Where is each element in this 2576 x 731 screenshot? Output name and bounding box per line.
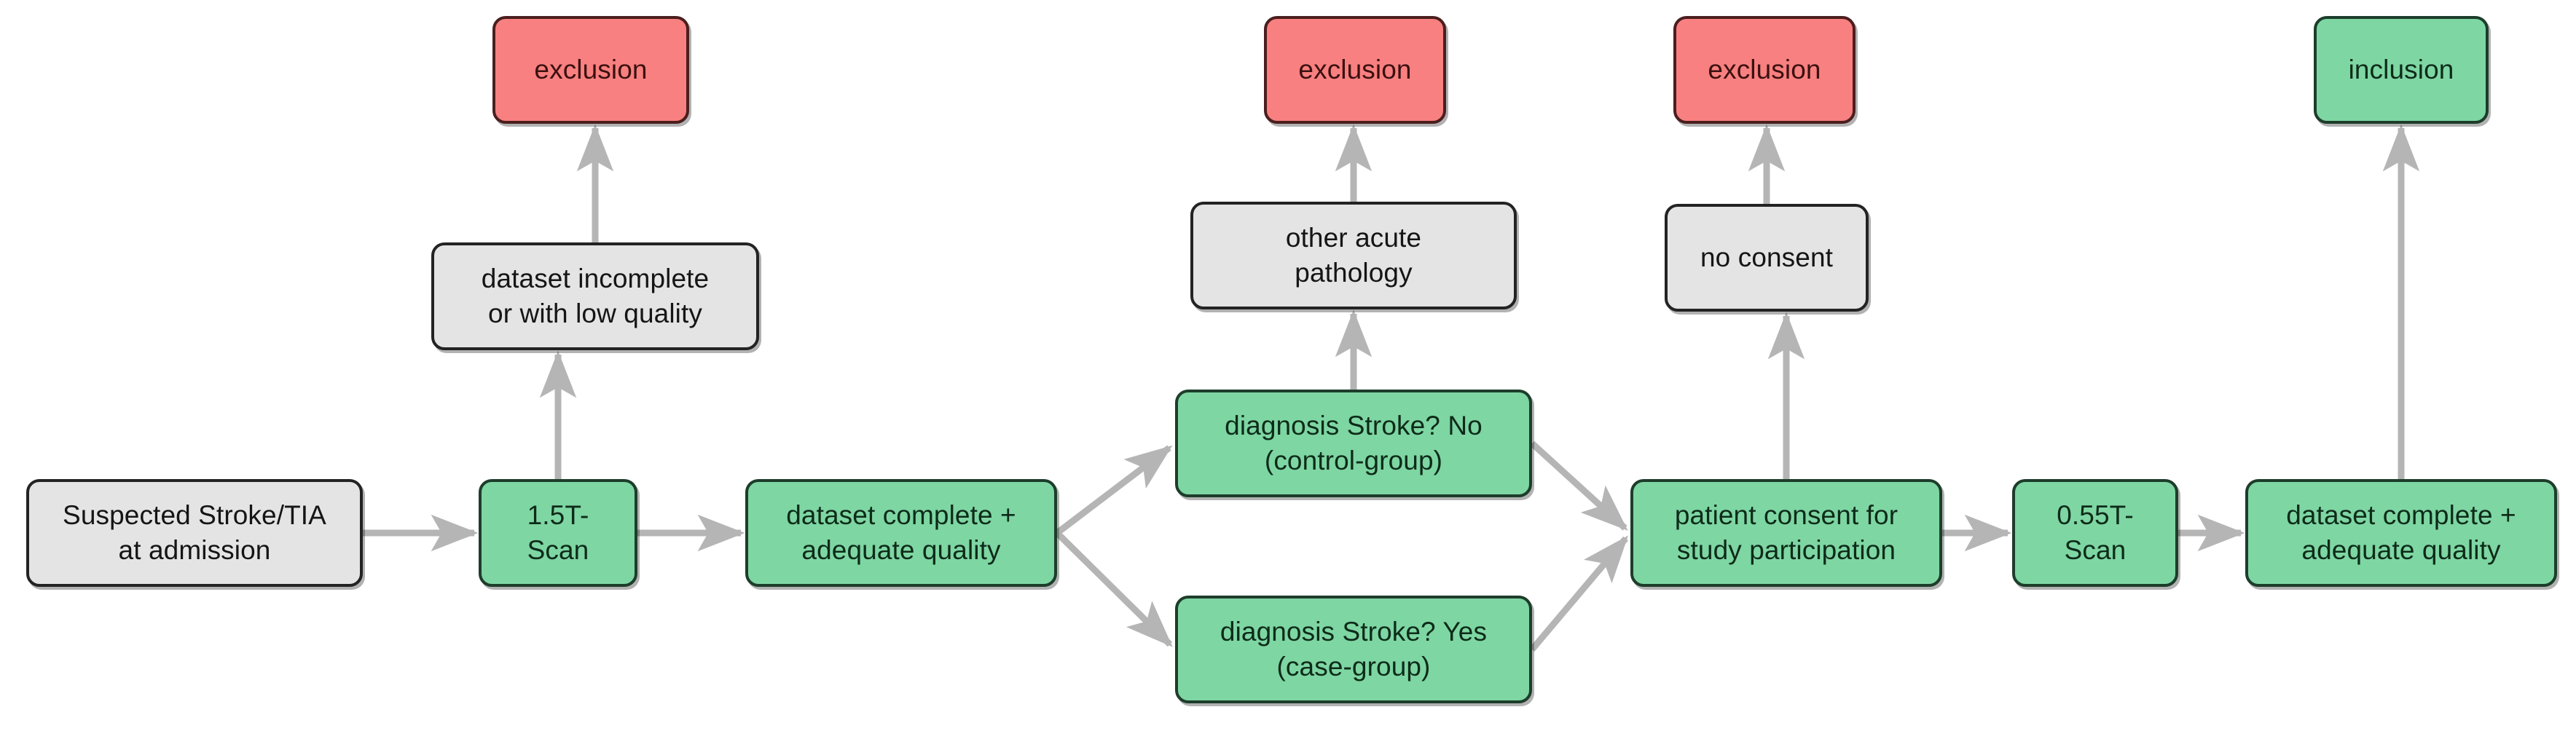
node-stroke_yes[interactable]: diagnosis Stroke? Yes (case-group): [1175, 596, 1532, 703]
node-consent[interactable]: patient consent for study participation: [1630, 479, 1942, 587]
node-other_pathology[interactable]: other acute pathology: [1190, 202, 1517, 309]
node-incomplete[interactable]: dataset incomplete or with low quality: [431, 242, 759, 350]
node-suspected[interactable]: Suspected Stroke/TIA at admission: [26, 479, 363, 587]
node-exclusion3[interactable]: exclusion: [1673, 16, 1856, 124]
node-exclusion1[interactable]: exclusion: [492, 16, 689, 124]
edge-complete1-to-stroke_no: [1055, 445, 1173, 536]
node-scan15[interactable]: 1.5T- Scan: [479, 479, 637, 587]
edge-complete1-to-stroke_yes: [1054, 530, 1173, 647]
node-stroke_no[interactable]: diagnosis Stroke? No (control-group): [1175, 390, 1532, 497]
node-complete1[interactable]: dataset complete + adequate quality: [745, 479, 1057, 587]
node-exclusion2[interactable]: exclusion: [1264, 16, 1446, 124]
node-no_consent[interactable]: no consent: [1665, 204, 1869, 312]
node-inclusion[interactable]: inclusion: [2314, 16, 2489, 124]
edge-stroke_no-to-consent: [1529, 440, 1628, 531]
node-complete2[interactable]: dataset complete + adequate quality: [2245, 479, 2557, 587]
edge-stroke_yes-to-consent: [1529, 535, 1629, 652]
node-scan055[interactable]: 0.55T- Scan: [2012, 479, 2178, 587]
